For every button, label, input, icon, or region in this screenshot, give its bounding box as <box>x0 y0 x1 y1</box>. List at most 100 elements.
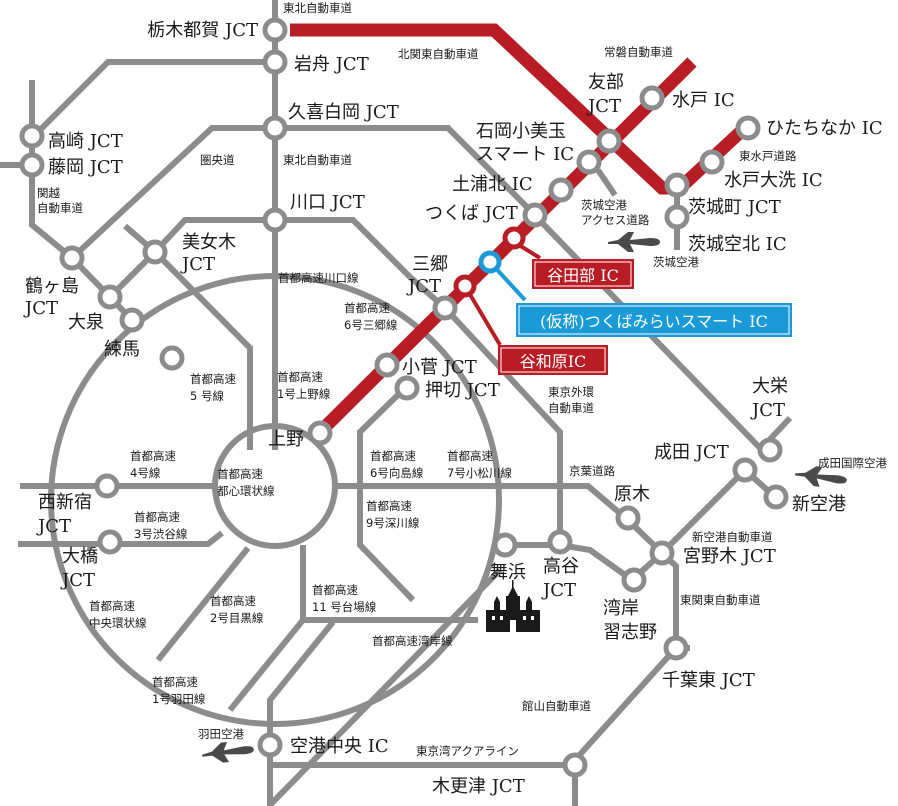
yawara-ic-badge[interactable]: 谷和原IC <box>498 345 608 375</box>
airplane-icon <box>608 232 660 252</box>
node-chiba-higashi[interactable] <box>663 635 689 661</box>
label-kuki-shiraoka: 久喜白岡 JCT <box>288 102 399 123</box>
road-shuto4-1: 首都高速 <box>130 449 176 463</box>
yatabe-ic-badge[interactable]: 谷田部 IC <box>532 259 634 289</box>
tsukuba-mirai-smart-ic-label: (仮称)つくばみらいスマート IC <box>540 312 768 331</box>
road-gaikan-2: 自動車道 <box>548 401 594 415</box>
node-haraki[interactable] <box>615 505 641 531</box>
road-shuto2-1: 首都高速 <box>210 594 256 608</box>
road-kenodo: 圏央道 <box>200 153 235 167</box>
node-hitachinaka[interactable] <box>735 115 761 141</box>
node-kuko-chuo[interactable] <box>257 732 283 758</box>
road-higashi-kanto: 東関東自動車道 <box>680 593 761 607</box>
node-taiei[interactable] <box>757 437 783 463</box>
road-higashi-mito: 東水戸道路 <box>739 149 797 163</box>
node-shuto5-ring[interactable] <box>159 345 185 371</box>
road-shuto3-1: 首都高速 <box>134 510 180 524</box>
node-tochigi-tsuga[interactable] <box>262 17 288 43</box>
road-keiyo: 京葉道路 <box>569 464 615 478</box>
node-tsurugashima[interactable] <box>59 245 85 271</box>
road-shuto6-mukojima-1: 首都高速 <box>370 449 416 463</box>
node-shinkuko[interactable] <box>763 484 789 510</box>
node-fujioka[interactable] <box>19 152 45 178</box>
node-kosuge[interactable] <box>374 352 400 378</box>
label-tsurugashima-2: JCT <box>23 298 58 319</box>
road-ibaraki-access-2: アクセス道路 <box>581 213 650 227</box>
road-shuto1-ueno-2: 1号上野線 <box>277 387 331 401</box>
node-tomobe[interactable] <box>596 128 622 154</box>
label-ibaraki-kuko-kita: 茨城空北 IC <box>688 234 787 255</box>
road-shuto2-2: 2号目黒線 <box>210 611 264 625</box>
narita-airport-label: 成田国際空港 <box>818 456 887 470</box>
label-kawaguchi: 川口 JCT <box>290 192 365 213</box>
label-taiei-1: 大栄 <box>752 376 788 397</box>
node-nerima[interactable] <box>119 307 145 333</box>
node-yawara-ic[interactable] <box>453 274 477 298</box>
node-oshikiri[interactable] <box>394 375 420 401</box>
label-miyanogi: 宮野木 JCT <box>683 546 776 567</box>
road-shuto-kawaguchi: 首都高速川口線 <box>278 271 359 285</box>
label-misato-2: JCT <box>406 276 441 297</box>
label-nerima: 練馬 <box>104 339 140 360</box>
road-shuto6-mukojima-2: 6号向島線 <box>370 466 424 480</box>
label-tsuchiura-kita: 土浦北 IC <box>452 174 533 195</box>
node-kuki-shiraoka[interactable] <box>262 115 288 141</box>
node-wangan-narashino[interactable] <box>621 567 647 593</box>
label-shinkuko: 新空港 <box>792 494 846 515</box>
node-tsuchiura-kita[interactable] <box>548 177 574 203</box>
node-iwafune[interactable] <box>262 49 288 75</box>
label-nishi-shinjuku-2: JCT <box>36 516 71 537</box>
road-shuto-haneda-2: 1号羽田線 <box>152 692 206 706</box>
label-fujioka: 藤岡 JCT <box>48 157 123 178</box>
airplane-icon <box>202 742 254 763</box>
haneda-airport-label: 羽田空港 <box>198 727 244 741</box>
label-iwafune: 岩舟 JCT <box>294 54 369 75</box>
label-mito-oarai: 水戸大洗 IC <box>724 170 823 191</box>
tsukuba-mirai-smart-ic-badge[interactable]: (仮称)つくばみらいスマート IC <box>516 303 792 337</box>
node-yatabe-ic[interactable] <box>502 226 526 250</box>
road-toshin-2: 都心環状線 <box>217 484 275 498</box>
road-shuto11-2: 11 号台場線 <box>312 600 377 614</box>
label-kosuge: 小菅 JCT <box>402 357 477 378</box>
airplane-icon <box>794 466 847 487</box>
node-ohashi[interactable] <box>97 529 123 555</box>
node-bijogi[interactable] <box>142 239 168 265</box>
road-shuto-chuo-1: 首都高速 <box>89 599 135 613</box>
node-tsukuba-jct[interactable] <box>522 202 548 228</box>
road-tohoku-top: 東北自動車道 <box>283 1 352 15</box>
label-ohashi-1: 大橋 <box>62 546 98 567</box>
label-oizumi: 大泉 <box>68 312 104 333</box>
label-koya-1: 高谷 <box>543 556 579 577</box>
node-ibaraki-kuko-kita[interactable] <box>664 204 690 230</box>
label-nishi-shinjuku-1: 西新宿 <box>38 492 92 513</box>
node-kawaguchi[interactable] <box>262 207 288 233</box>
node-kisarazu[interactable] <box>562 752 588 778</box>
road-shuto11-1: 首都高速 <box>312 583 358 597</box>
ibaraki-airport-label: 茨城空港 <box>653 255 699 269</box>
node-narita[interactable] <box>732 457 758 483</box>
node-koya[interactable] <box>547 529 573 555</box>
junction-nodes <box>19 17 789 778</box>
node-ueno[interactable] <box>307 420 333 446</box>
label-oshikiri: 押切 JCT <box>425 380 500 401</box>
label-tochigi-tsuga: 栃木都賀 JCT <box>147 20 258 41</box>
road-shuto5-2: 5 号線 <box>190 389 224 403</box>
node-takasaki[interactable] <box>19 123 45 149</box>
node-ishioka[interactable] <box>576 149 602 175</box>
label-mito-ic: 水戸 IC <box>672 90 735 111</box>
node-mito-ic[interactable] <box>639 85 665 111</box>
node-miyanogi[interactable] <box>649 540 675 566</box>
node-maihama[interactable] <box>492 532 518 558</box>
road-shuto3-2: 3号渋谷線 <box>134 527 188 541</box>
node-oizumi[interactable] <box>97 284 123 310</box>
node-ibarakimachi[interactable] <box>664 172 690 198</box>
road-shuto9-2: 9号深川線 <box>366 516 420 530</box>
node-misato[interactable] <box>432 295 458 321</box>
node-nishi-shinjuku[interactable] <box>94 473 120 499</box>
label-tsurugashima-1: 鶴ヶ島 <box>25 276 79 297</box>
road-shuto5-1: 首都高速 <box>190 372 236 386</box>
yawara-ic-label: 谷和原IC <box>520 352 587 371</box>
node-tsukuba-mirai-smart-ic[interactable] <box>478 250 502 274</box>
node-mito-oarai[interactable] <box>699 149 725 175</box>
